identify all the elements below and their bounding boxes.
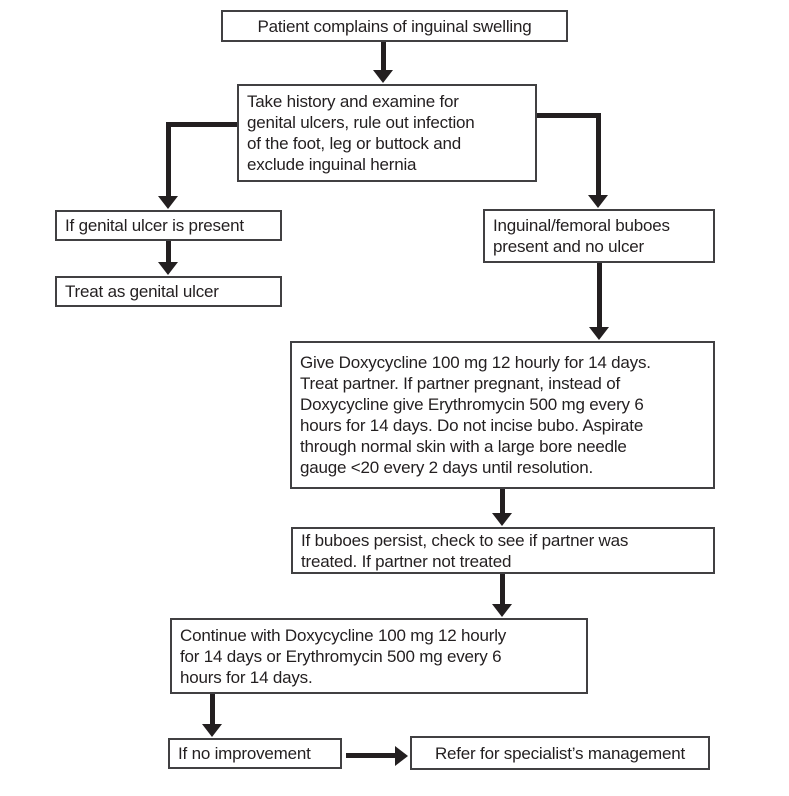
arrow-ulcer-to-treat-line [166, 241, 171, 262]
arrow-history-to-ulcer-hline [166, 122, 237, 127]
node-take-history-label: Take history and examine for genital ulc… [247, 92, 475, 174]
node-genital-ulcer-present-label: If genital ulcer is present [65, 216, 244, 235]
arrow-history-to-buboes-vline [596, 113, 601, 195]
arrow-history-to-buboes-hline [537, 113, 601, 118]
arrow-history-to-buboes-head [588, 195, 608, 208]
node-patient-complaint-label: Patient complains of inguinal swelling [257, 16, 532, 36]
arrow-continue-to-noimprovement-head [202, 724, 222, 737]
node-buboes-no-ulcer-label: Inguinal/femoral buboes present and no u… [493, 216, 670, 256]
arrow-continue-to-noimprovement-line [210, 694, 215, 724]
node-no-improvement: If no improvement [168, 738, 342, 769]
arrow-noimprovement-to-refer-line [346, 753, 395, 758]
arrow-noimprovement-to-refer-head [395, 746, 408, 766]
node-genital-ulcer-present: If genital ulcer is present [55, 210, 282, 241]
arrow-persist-to-continue-head [492, 604, 512, 617]
arrow-buboes-to-doxycycline-line [597, 263, 602, 327]
node-doxycycline-treatment-label: Give Doxycycline 100 mg 12 hourly for 14… [300, 353, 651, 477]
arrow-buboes-to-doxycycline-head [589, 327, 609, 340]
arrow-persist-to-continue-line [500, 574, 505, 604]
node-doxycycline-treatment: Give Doxycycline 100 mg 12 hourly for 14… [290, 341, 715, 489]
arrow-patient-to-history-head [373, 70, 393, 83]
node-refer-specialist-label: Refer for specialist’s management [434, 743, 686, 763]
node-buboes-persist: If buboes persist, check to see if partn… [291, 527, 715, 574]
node-treat-genital-ulcer-label: Treat as genital ulcer [65, 282, 219, 301]
arrow-doxycycline-to-persist-line [500, 489, 505, 513]
node-patient-complaint: Patient complains of inguinal swelling [221, 10, 568, 42]
node-continue-treatment: Continue with Doxycycline 100 mg 12 hour… [170, 618, 588, 694]
arrow-history-to-ulcer-head [158, 196, 178, 209]
node-treat-genital-ulcer: Treat as genital ulcer [55, 276, 282, 307]
arrow-history-to-ulcer-vline [166, 122, 171, 196]
node-take-history: Take history and examine for genital ulc… [237, 84, 537, 182]
node-continue-treatment-label: Continue with Doxycycline 100 mg 12 hour… [180, 625, 507, 687]
arrow-ulcer-to-treat-head [158, 262, 178, 275]
arrow-patient-to-history-line [381, 42, 386, 70]
node-buboes-no-ulcer: Inguinal/femoral buboes present and no u… [483, 209, 715, 263]
node-no-improvement-label: If no improvement [178, 744, 311, 763]
arrow-doxycycline-to-persist-head [492, 513, 512, 526]
node-refer-specialist: Refer for specialist’s management [410, 736, 710, 770]
node-buboes-persist-label: If buboes persist, check to see if partn… [301, 530, 629, 571]
